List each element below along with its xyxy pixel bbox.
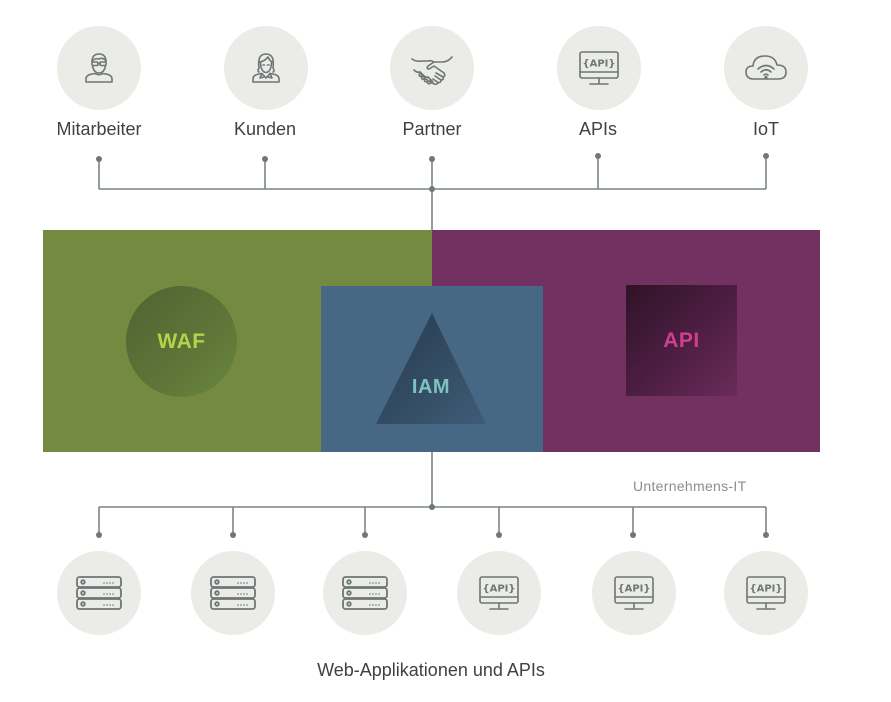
svg-text:{API}: {API} (617, 584, 650, 595)
api-monitor-icon: {API} (746, 576, 786, 610)
api-monitor-icon: {API} (579, 51, 619, 85)
target-node-server (57, 551, 141, 635)
customer-icon (252, 53, 280, 83)
api-label: API (663, 328, 700, 352)
targets-label: Web-Applikationen und APIs (317, 660, 545, 680)
server-icon (342, 576, 388, 610)
server-icon (76, 576, 122, 610)
enterprise-it-label: Unternehmens-IT (633, 478, 747, 494)
connector-dot (763, 532, 769, 538)
source-node-iot (724, 26, 808, 110)
target-node-server (323, 551, 407, 635)
connector-dot (230, 532, 236, 538)
source-label: Partner (402, 119, 462, 139)
connector-dot (96, 532, 102, 538)
target-node-api: {API} (724, 551, 808, 635)
connector-dot (496, 532, 502, 538)
connector-dot (96, 156, 102, 162)
connector-dot (763, 153, 769, 159)
svg-text:{API}: {API} (582, 59, 615, 70)
connector-dot (630, 532, 636, 538)
source-label: Mitarbeiter (56, 119, 142, 139)
api-monitor-icon: {API} (479, 576, 519, 610)
target-node-api: {API} (592, 551, 676, 635)
handshake-icon (411, 56, 453, 86)
api-gateway-shape: API (626, 285, 737, 396)
cloud-wifi-icon (745, 55, 787, 80)
source-node-partner (390, 26, 474, 110)
server-icon (210, 576, 256, 610)
source-label: IoT (752, 119, 779, 139)
connector-dot (362, 532, 368, 538)
connector-dot (429, 156, 435, 162)
source-node-apis: {API} (557, 26, 641, 110)
source-node-kunden (224, 26, 308, 110)
connector-dot (595, 153, 601, 159)
iam-triangle (376, 313, 486, 424)
employee-icon (85, 53, 113, 83)
source-node-mitarbeiter (57, 26, 141, 110)
waf-label: WAF (157, 329, 206, 353)
svg-text:{API}: {API} (749, 584, 782, 595)
target-node-server (191, 551, 275, 635)
svg-text:{API}: {API} (482, 584, 515, 595)
source-label: APIs (578, 119, 617, 139)
connector-junction-dot (429, 504, 435, 510)
api-monitor-icon: {API} (614, 576, 654, 610)
iam-label: IAM (411, 376, 451, 398)
waf-shape: WAF (126, 286, 237, 397)
target-node-api: {API} (457, 551, 541, 635)
connector-dot (262, 156, 268, 162)
connector-junction-dot (429, 186, 435, 192)
source-label: Kunden (233, 119, 297, 139)
